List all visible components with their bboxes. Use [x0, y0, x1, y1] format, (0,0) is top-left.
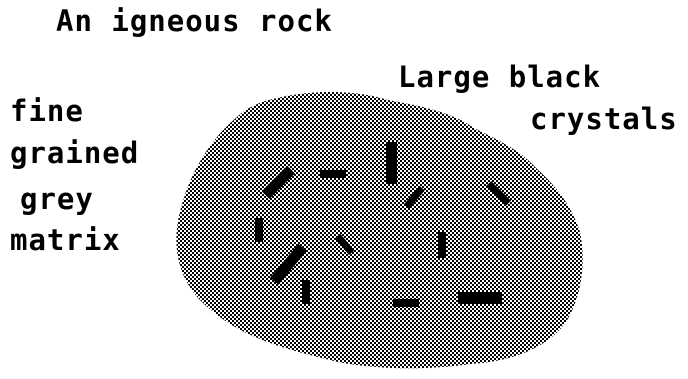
crystal [302, 280, 310, 304]
crystal [255, 218, 263, 242]
crystal [386, 142, 397, 184]
crystal [438, 232, 446, 258]
crystal [393, 299, 419, 307]
crystal [458, 292, 502, 304]
grey-matrix-rock-body [176, 92, 582, 368]
crystal [320, 170, 346, 178]
